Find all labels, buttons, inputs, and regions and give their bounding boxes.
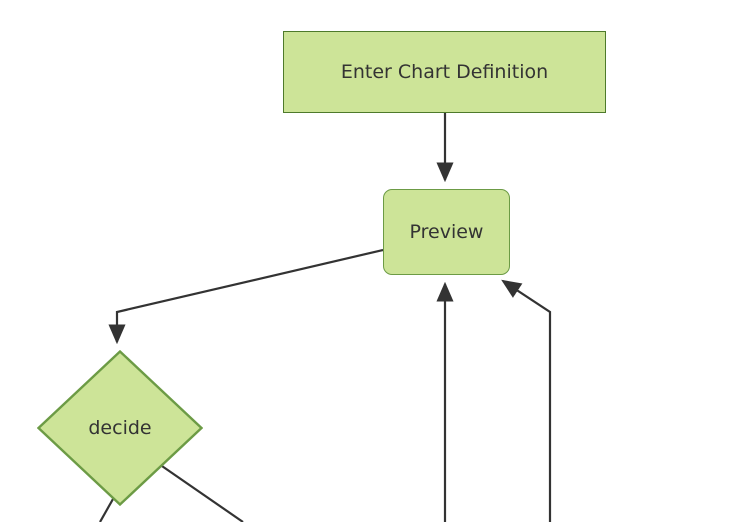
node-label-preview: Preview <box>409 220 484 243</box>
edge-preview-to-decide <box>108 248 384 345</box>
node-decide-label-wrap: decide <box>37 350 203 506</box>
edge-bottom-right-to-preview <box>501 279 552 522</box>
node-decide[interactable]: decide <box>37 350 203 506</box>
node-label-decide: decide <box>88 416 152 439</box>
diamond-shape-icon <box>37 350 203 506</box>
edge-decide-to-down-left <box>99 498 114 522</box>
node-preview[interactable]: Preview <box>383 189 510 275</box>
node-enter-chart-definition[interactable]: Enter Chart Definition <box>283 31 606 113</box>
edge-decide-to-down-right <box>158 463 244 522</box>
node-label-enter-chart-definition: Enter Chart Definition <box>340 60 549 83</box>
